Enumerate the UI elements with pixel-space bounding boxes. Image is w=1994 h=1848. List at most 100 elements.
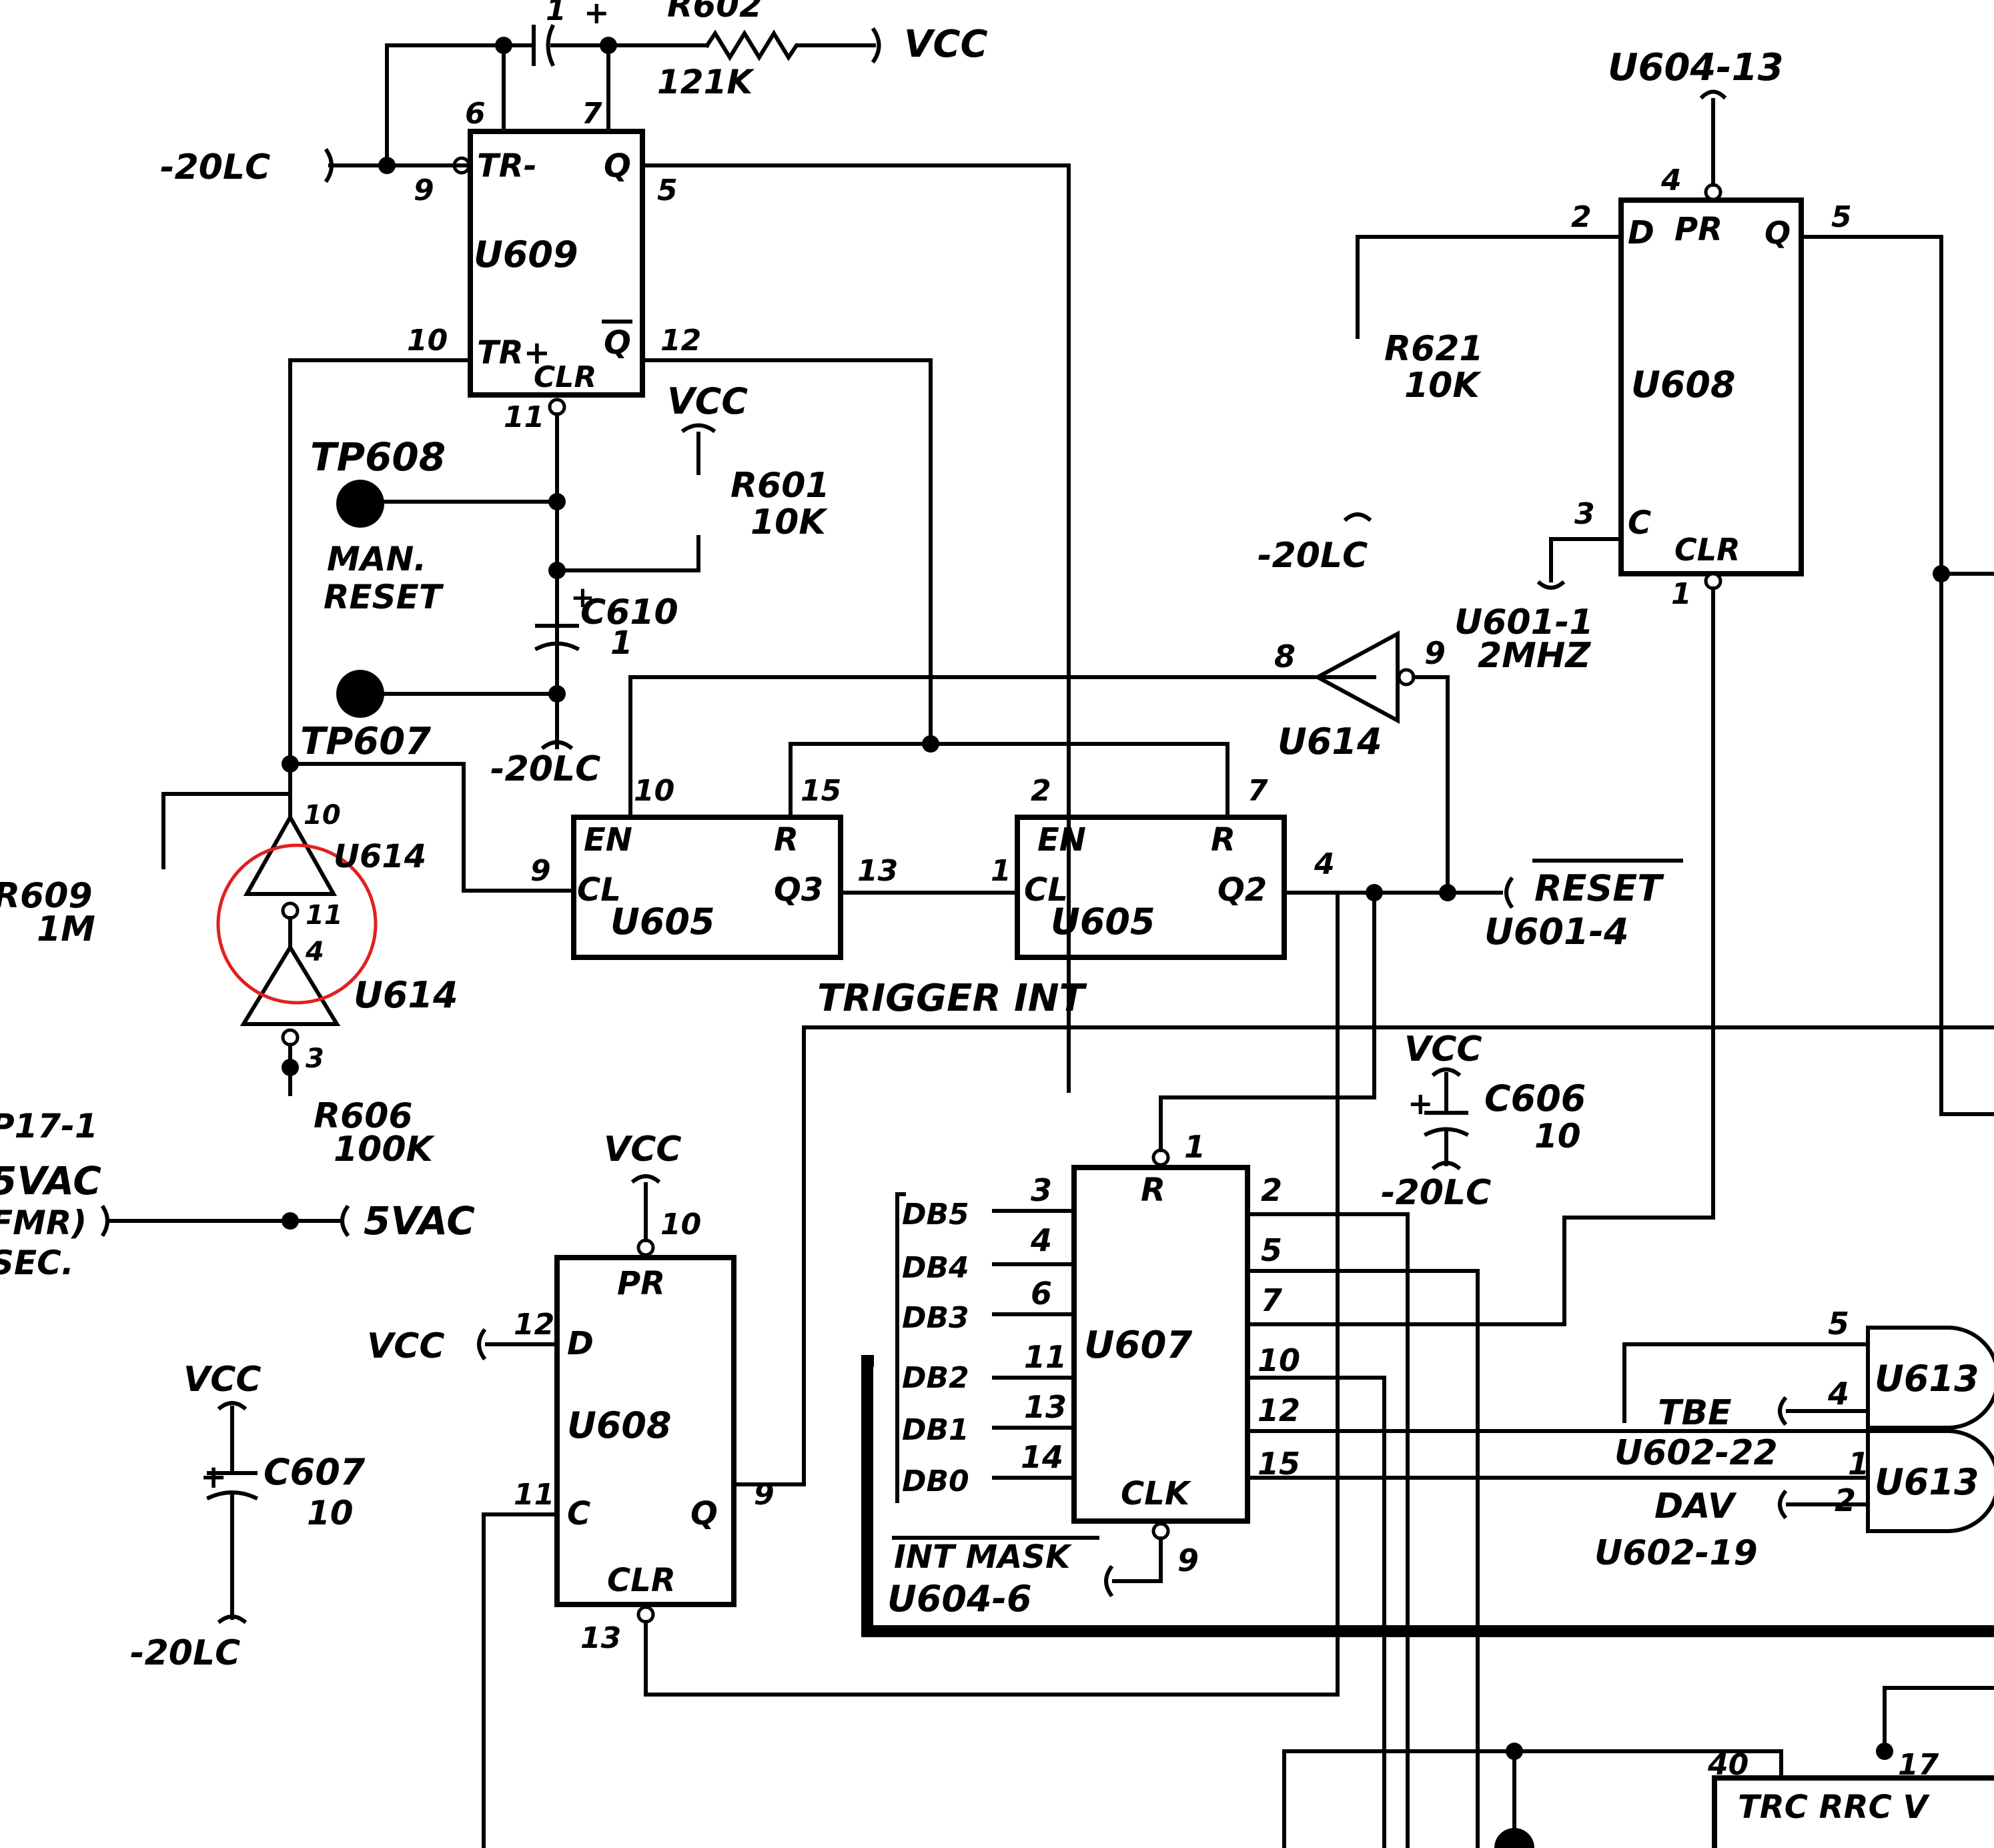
c610-label: C610 — [580, 592, 678, 632]
u614a-pin9: 9 — [1424, 635, 1446, 671]
u608t-pr: PR — [1674, 211, 1722, 248]
c606-cap: VCC + C606 10 -20LC — [1381, 1029, 1586, 1213]
u614c-pin4: 4 — [305, 937, 324, 967]
u607-rpin-0: 2 — [1261, 1172, 1282, 1208]
u614b-pin10: 10 — [304, 800, 341, 831]
u609-trplus-label: TR+ — [477, 334, 550, 372]
u608-bottom-chip: U608 PR D C Q CLR 10 12 11 9 13 VCC VCC — [367, 891, 1340, 1848]
leftcut-2: 5VAC — [0, 1158, 101, 1204]
u605a-q3: Q3 — [774, 871, 823, 909]
u607-lpin-1: 4 — [1030, 1222, 1052, 1258]
vcc-r601: VCC — [667, 380, 748, 422]
u607-pin9: 9 — [1177, 1542, 1199, 1578]
u607-lpin-3: 11 — [1024, 1339, 1067, 1375]
tp608-label: TP608 — [310, 434, 446, 480]
u605b-r: R — [1211, 821, 1235, 859]
c602-pin1: 1 — [546, 0, 566, 27]
u614c-pin3: 3 — [306, 1043, 324, 1074]
man-reset-line1: MAN. — [327, 540, 426, 578]
c607-plus: + — [200, 1458, 227, 1496]
bottom-chip: TRC RRC V 40 17 — [1282, 1686, 1994, 1848]
u608b-pin13: 13 — [580, 1621, 621, 1655]
u605b-pin1: 1 — [991, 854, 1011, 888]
u605b-pin7: 7 — [1248, 774, 1268, 808]
u607-rpin-2: 7 — [1261, 1282, 1282, 1318]
u608b-d: D — [567, 1325, 594, 1362]
u607-lpin-2: 6 — [1031, 1276, 1052, 1312]
r621-value: 10K — [1404, 366, 1482, 406]
u609-pin9: 9 — [414, 173, 434, 207]
u607-clk: CLK — [1121, 1475, 1192, 1512]
db-bus-labels: DB5 DB4 DB3 DB2 DB1 DB0 — [895, 1192, 969, 1503]
u609-pin10: 10 — [407, 324, 448, 358]
u605a-pin15: 15 — [801, 774, 841, 808]
u614a-pin8: 8 — [1274, 638, 1296, 674]
u609-clr-label: CLR — [534, 360, 596, 394]
vcc-c607: VCC — [183, 1360, 262, 1400]
u613b-pin1: 1 — [1848, 1446, 1869, 1482]
u609-chip: U609 TR- Q TR+ Q CLR 6 7 9 5 10 12 11 — [407, 97, 701, 434]
u604-6-label: U604-6 — [887, 1578, 1032, 1620]
u609-trminus-label: TR- — [477, 147, 537, 185]
u608t-q: Q — [1765, 215, 1791, 251]
r602-label: R602 — [667, 0, 763, 25]
r606-value: 100K — [334, 1129, 436, 1170]
c606-plus: + — [1408, 1085, 1434, 1121]
u605a-pin9: 9 — [530, 854, 551, 888]
neg20lc-c606: -20LC — [1381, 1173, 1491, 1213]
u613b-label: U613 — [1875, 1461, 1979, 1503]
r602-value: 121K — [657, 63, 755, 101]
db-3: DB2 — [902, 1361, 969, 1395]
u609-pin11: 11 — [504, 400, 544, 434]
u614b-pin11: 11 — [306, 900, 343, 931]
reset-label: RESET — [1534, 867, 1664, 909]
u605b-cl: CL — [1024, 871, 1068, 909]
u607-right-pins: 2 5 7 10 12 15 — [1245, 1172, 1870, 1848]
vcc-u608b: VCC — [604, 1129, 682, 1170]
u607-lpin-0: 3 — [1031, 1172, 1052, 1208]
u608t-c: C — [1628, 504, 1651, 542]
u613-gates: U613 5 4 TBE U602-22 U613 1 2 DAV U602-1… — [1594, 1306, 1994, 1573]
u609-qbar-label: Q — [604, 324, 631, 362]
u601-4-label: U601-4 — [1484, 911, 1629, 953]
u613b-pin2: 2 — [1835, 1482, 1856, 1518]
mhz2-label: 2MHZ — [1478, 636, 1591, 676]
u608b-pin12: 12 — [514, 1308, 554, 1342]
u605b-label: U605 — [1051, 901, 1155, 943]
neg20lc-left: -20LC — [160, 147, 270, 187]
leftcut-3: FMR) — [0, 1204, 87, 1242]
db-4: DB1 — [902, 1413, 969, 1447]
bottom-chip-pin40: 40 — [1707, 1748, 1749, 1782]
c607-cap: VCC + C607 10 -20LC — [130, 1360, 366, 1673]
dav-label: DAV — [1654, 1486, 1737, 1526]
vac5-right: 5VAC — [364, 1198, 475, 1244]
tp607-point — [336, 670, 384, 718]
tbe-label: TBE — [1658, 1393, 1732, 1433]
u605a-pin13: 13 — [857, 854, 898, 888]
u607-r: R — [1141, 1172, 1165, 1209]
oscillator-section: 10 U614 11 4 U614 3 R609 1M R606 100K 5V… — [0, 755, 572, 1282]
u605b-q2: Q2 — [1217, 871, 1267, 909]
c607-label: C607 — [264, 1451, 366, 1493]
trigger-int-label: TRIGGER INT — [817, 977, 1087, 1020]
c607-value: 10 — [307, 1494, 354, 1532]
db-0: DB5 — [902, 1198, 969, 1232]
u605a-en: EN — [584, 821, 632, 859]
vcc-u608b-d: VCC — [367, 1326, 445, 1366]
u608t-pin4: 4 — [1660, 163, 1682, 197]
tp608-point — [336, 480, 384, 528]
u609-pin5: 5 — [657, 173, 678, 207]
u608t-clr: CLR — [1674, 532, 1740, 568]
u607-chip: U607 R CLK 1 9 INT MASK U604-6 3 4 6 11 … — [861, 891, 1994, 1848]
u608t-pin2: 2 — [1571, 200, 1592, 234]
bottom-chip-pin17: 17 — [1898, 1748, 1939, 1782]
u608b-label: U608 — [567, 1404, 672, 1446]
u608b-clr: CLR — [607, 1562, 676, 1599]
db-1: DB4 — [902, 1251, 969, 1285]
u602-19-label: U602-19 — [1594, 1533, 1758, 1573]
u608b-c: C — [567, 1495, 590, 1532]
u608t-label: U608 — [1631, 364, 1736, 406]
u601-1-label: U601-1 — [1454, 602, 1594, 642]
r606-label: R606 — [314, 1096, 413, 1136]
